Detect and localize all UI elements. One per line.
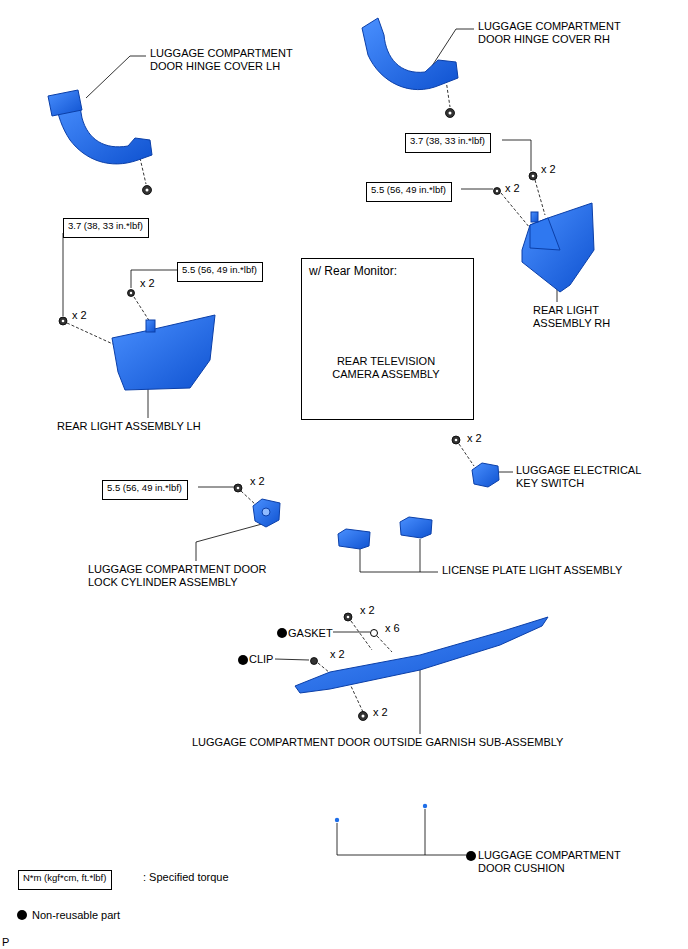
part-name: GASKET [288, 627, 333, 640]
lock-cylinder [253, 499, 280, 527]
quantity-label: x 2 [541, 163, 556, 176]
quantity-label: x 2 [330, 648, 345, 661]
variant-panel: w/ Rear Monitor: REAR TELEVISION CAMERA A… [301, 258, 474, 420]
legend-text: Non-reusable part [32, 909, 120, 922]
torque-box: 5.5 (56, 49 in.*lbf) [366, 182, 452, 202]
quantity-label: x 2 [373, 706, 388, 719]
quantity-label: x 6 [385, 622, 400, 635]
box-text: 3.7 (38, 33 in.*lbf) [68, 220, 144, 232]
dashed-install-lines [67, 80, 545, 712]
rear-light-lh [112, 315, 215, 390]
box-text: N*m (kgf*cm, ft.*lbf) [23, 872, 107, 884]
box-text: 5.5 (56, 49 in.*lbf) [182, 264, 258, 276]
torque-box: 5.5 (56, 49 in.*lbf) [102, 480, 188, 500]
part-name: LUGGAGE COMPARTMENT DOOR LOCK CYLINDER A… [88, 563, 278, 589]
figure-code: P [2, 936, 9, 949]
key-switch [472, 463, 499, 487]
part-name: LUGGAGE COMPARTMENT DOOR HINGE COVER RH [478, 20, 628, 46]
non-reusable-marks [17, 628, 476, 920]
quantity-label: x 2 [505, 182, 520, 195]
torque-box: 3.7 (38, 33 in.*lbf) [63, 218, 149, 238]
torque-box: 5.5 (56, 49 in.*lbf) [177, 262, 263, 282]
hinge-cover-lh [48, 90, 152, 164]
torque-box: 3.7 (38, 33 in.*lbf) [405, 133, 491, 153]
variant-heading: w/ Rear Monitor: [309, 264, 397, 278]
box-text: 5.5 (56, 49 in.*lbf) [371, 184, 447, 196]
part-name: LUGGAGE COMPARTMENT DOOR CUSHION [478, 849, 628, 875]
rear-light-rh [522, 203, 594, 292]
quantity-label: x 2 [72, 309, 87, 322]
legend-text: : Specified torque [143, 871, 229, 884]
quantity-label: x 2 [360, 604, 375, 617]
hinge-cover-rh [362, 18, 458, 90]
part-name: LUGGAGE ELECTRICAL KEY SWITCH [516, 464, 656, 490]
part-name: LICENSE PLATE LIGHT ASSEMBLY [442, 564, 622, 577]
license-plate-lights [338, 517, 432, 549]
part-name: LUGGAGE COMPARTMENT DOOR HINGE COVER LH [150, 47, 300, 73]
quantity-label: x 2 [250, 475, 265, 488]
part-name: REAR TELEVISION CAMERA ASSEMBLY [316, 355, 456, 381]
fasteners [59, 109, 537, 823]
quantity-label: x 2 [140, 277, 155, 290]
part-name: LUGGAGE COMPARTMENT DOOR OUTSIDE GARNISH… [192, 736, 563, 749]
legend-torque-box: N*m (kgf*cm, ft.*lbf) [18, 870, 112, 890]
part-name: CLIP [249, 653, 273, 666]
outside-garnish [295, 617, 548, 693]
quantity-label: x 2 [467, 432, 482, 445]
box-text: 5.5 (56, 49 in.*lbf) [107, 482, 183, 494]
part-name: REAR LIGHT ASSEMBLY LH [57, 420, 201, 433]
part-name: REAR LIGHT ASSEMBLY RH [533, 304, 623, 330]
box-text: 3.7 (38, 33 in.*lbf) [410, 135, 486, 147]
